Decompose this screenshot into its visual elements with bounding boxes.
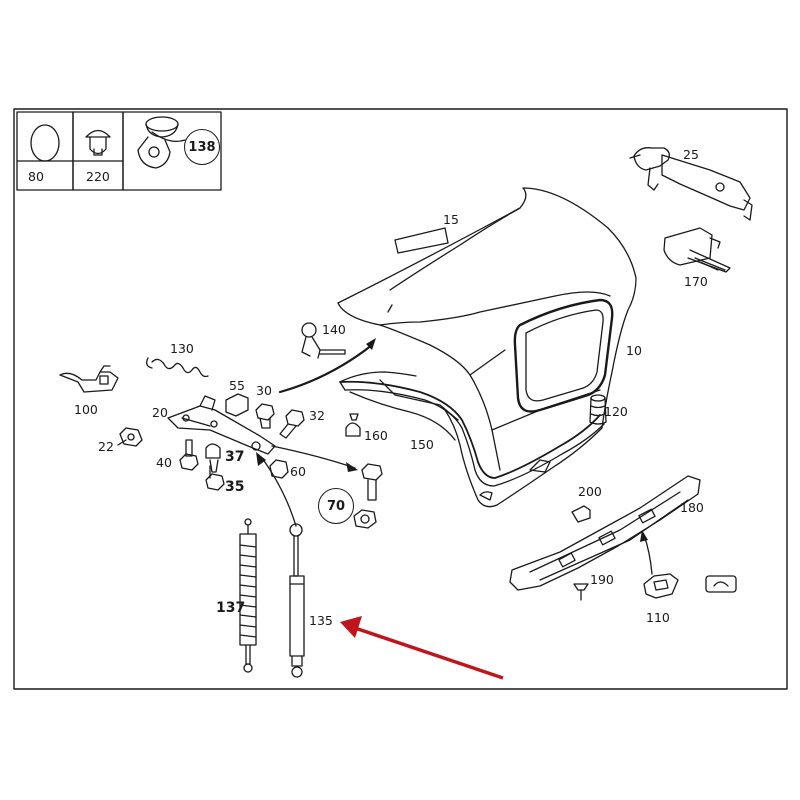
bolt-32-shape <box>279 409 305 439</box>
part-35-shape <box>205 465 225 491</box>
callout-190: 190 <box>590 572 614 587</box>
callout-37: 37 <box>225 449 245 465</box>
clip-220-shape <box>85 129 111 156</box>
callout-60: 60 <box>290 464 306 479</box>
callout-35: 35 <box>225 479 245 495</box>
callout-130: 130 <box>170 341 194 356</box>
callout-200: 200 <box>578 484 602 499</box>
callout-220: 220 <box>86 169 110 184</box>
inset-box-80 <box>16 111 74 191</box>
leader-line-135 <box>261 457 297 527</box>
screw-190-shape <box>573 583 589 601</box>
strut-137-shape <box>239 518 257 673</box>
spring-130-shape <box>151 358 209 378</box>
nut-60-shape <box>269 459 289 479</box>
clip-200-shape <box>571 505 591 523</box>
callout-180: 180 <box>680 500 704 515</box>
callout-25: 25 <box>683 147 699 162</box>
leader-line-22 <box>117 439 127 446</box>
callout-32: 32 <box>309 408 325 423</box>
callout-138: 138 <box>184 129 220 165</box>
buffer-120-shape <box>589 394 607 425</box>
arrowhead-30 <box>366 338 376 350</box>
callout-55: 55 <box>229 378 245 393</box>
callout-170: 170 <box>684 274 708 289</box>
callout-120: 120 <box>604 404 628 419</box>
latch-25-shape <box>629 147 753 221</box>
plug-80-shape <box>30 124 60 162</box>
bolt-30-shape <box>255 403 275 429</box>
callout-140: 140 <box>322 322 346 337</box>
strut-135-shape <box>289 523 305 678</box>
callout-15: 15 <box>443 212 459 227</box>
part-37-shape <box>205 443 221 473</box>
switch-110-shape <box>643 573 679 599</box>
leader-line-70-a <box>271 445 356 469</box>
leader-line-110 <box>643 534 653 575</box>
callout-160: 160 <box>364 428 388 443</box>
hinge-100-shape <box>59 365 119 393</box>
emblem-15-shape <box>394 227 449 254</box>
leader-line-10 <box>387 304 393 313</box>
block-55-shape <box>225 393 249 417</box>
callout-70: 70 <box>318 488 354 524</box>
callout-30: 30 <box>256 383 272 398</box>
arrowhead-70 <box>346 462 358 472</box>
callout-137: 137 <box>216 600 246 616</box>
cable-140-shape <box>301 322 346 359</box>
leader-line-30 <box>278 343 374 394</box>
bolt-40-shape <box>179 439 199 471</box>
arrowhead-135 <box>256 452 266 466</box>
bracket-170-shape <box>663 227 731 273</box>
callout-10: 10 <box>626 343 642 358</box>
trunk-lid-shape <box>337 187 637 508</box>
panel-180-shape <box>509 475 701 591</box>
callout-110: 110 <box>646 610 670 625</box>
bolt-70-shape <box>353 463 383 529</box>
callout-150: 150 <box>410 437 434 452</box>
callout-20: 20 <box>152 405 168 420</box>
callout-80: 80 <box>28 169 44 184</box>
callout-40: 40 <box>156 455 172 470</box>
callout-135: 135 <box>309 613 333 628</box>
buffer-138-shape <box>137 116 186 169</box>
callout-100: 100 <box>74 402 98 417</box>
callout-22: 22 <box>98 439 114 454</box>
highlight-arrow-icon <box>340 616 504 680</box>
arrowhead-110 <box>640 530 648 542</box>
diagram-frame <box>13 108 788 690</box>
nut-22-shape <box>119 427 143 447</box>
switch-icon-box <box>705 575 737 593</box>
plug-160-shape <box>345 413 361 437</box>
hinge-arm-20-shape <box>167 395 276 455</box>
inset-box-138 <box>122 111 222 191</box>
